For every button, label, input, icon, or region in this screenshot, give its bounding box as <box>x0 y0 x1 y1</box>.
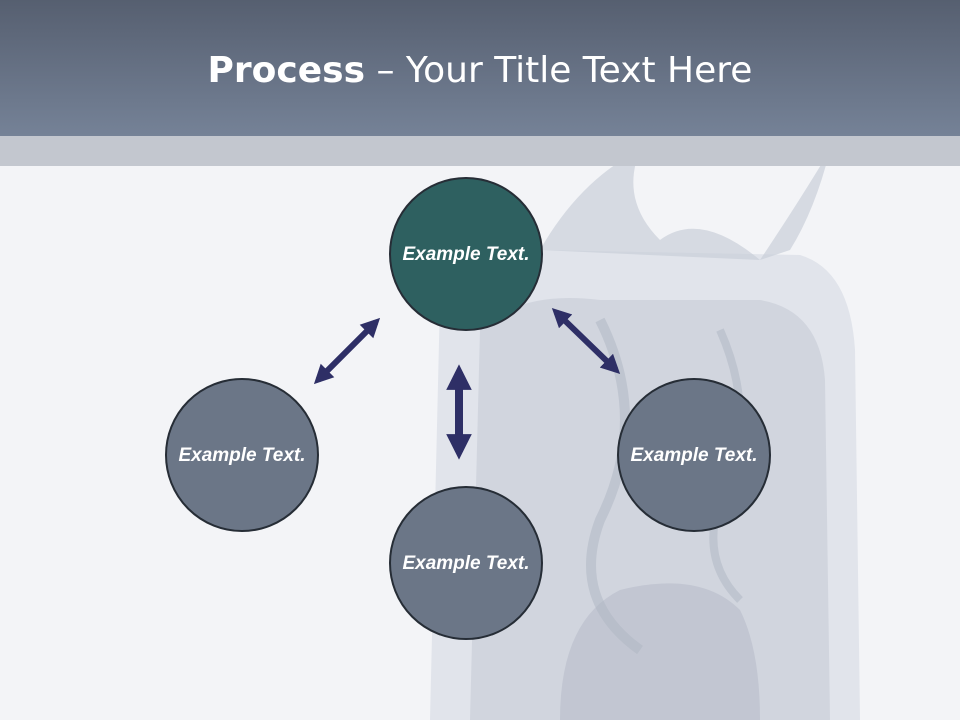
node-bottom-label: Example Text. <box>402 552 530 574</box>
title-rest: – Your Title Text Here <box>365 50 753 91</box>
arrow-top-left <box>313 317 381 385</box>
title-bold: Process <box>207 50 366 91</box>
node-top: Example Text. <box>389 177 543 331</box>
node-left-label: Example Text. <box>178 444 306 466</box>
title-bar <box>0 0 960 136</box>
node-right: Example Text. <box>617 378 771 532</box>
title-underband <box>0 136 960 166</box>
arrow-top-right <box>551 307 621 375</box>
node-bottom: Example Text. <box>389 486 543 640</box>
node-top-label: Example Text. <box>402 243 530 265</box>
slide-title: Process – Your Title Text Here <box>0 50 960 91</box>
node-left: Example Text. <box>165 378 319 532</box>
node-right-label: Example Text. <box>630 444 758 466</box>
